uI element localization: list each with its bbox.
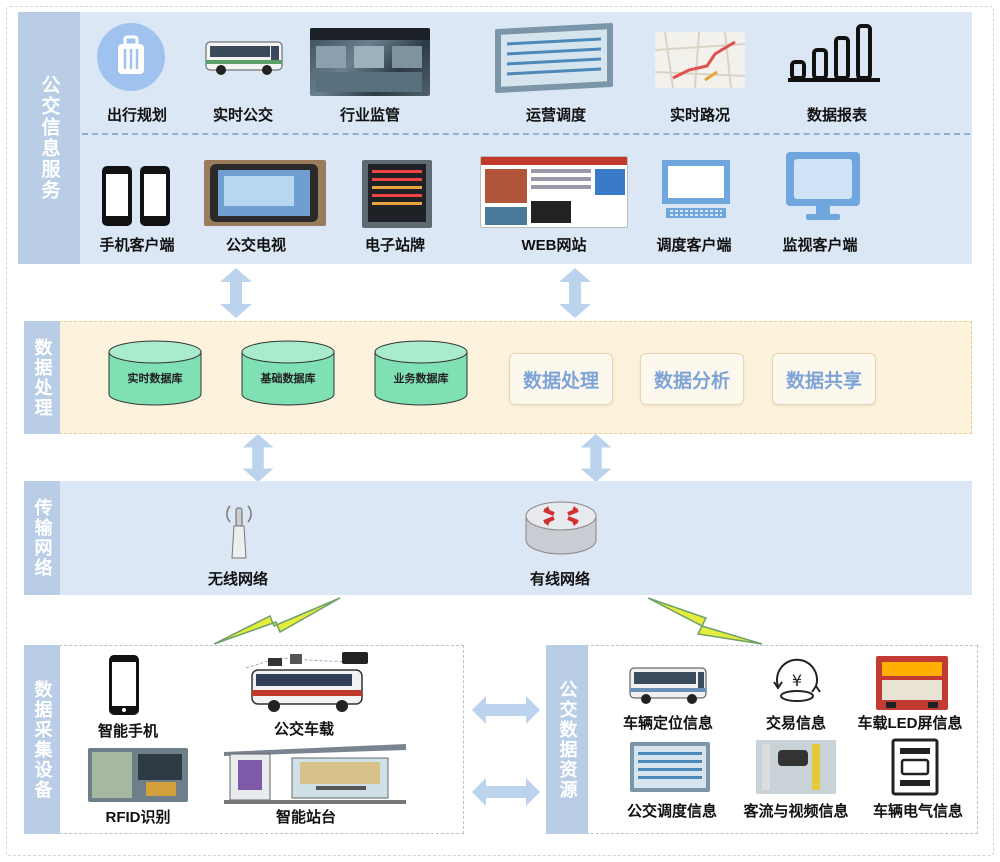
e-stop-sign-photo [362,160,432,228]
device-label: 智能手机 [97,723,159,740]
lightning-icon [213,597,341,645]
resources-label: 公交数据资源 [546,645,588,834]
device-label: RFID识别 [105,809,171,826]
dispatch-screen-photo [630,742,710,792]
service-label: 监视客户端 [782,237,858,254]
network-label: 有线网络 [529,571,591,588]
bus-tv-photo [204,160,326,226]
resource-label: 车载LED屏信息 [857,715,963,732]
database-label: 实时数据库 [127,373,183,385]
service-label: 调度客户端 [656,237,732,254]
database-label: 基础数据库 [260,373,316,385]
map-icon [655,32,745,88]
bar-chart-icon [788,24,880,82]
lightning-icon [647,597,763,645]
double-arrow-icon [220,268,252,318]
device-label: 智能站台 [275,809,337,826]
double-arrow-icon [242,434,274,482]
outer-frame [6,6,994,856]
service-label: 实时路况 [669,107,731,124]
smartphone-icon [109,655,139,715]
database-label: 业务数据库 [393,373,449,385]
resource-label: 公交调度信息 [626,803,718,820]
info-service-label: 公交信息服务 [18,12,80,264]
resource-label: 交易信息 [765,715,827,732]
double-arrow-icon [580,434,612,482]
antenna-icon [226,505,252,559]
transmission-band [24,481,972,595]
network-label: 无线网络 [207,571,269,588]
phones-icon [102,166,170,226]
process-box: 数据分析 [640,353,744,405]
service-label: 手机客户端 [99,237,175,254]
service-label: 出行规划 [106,107,168,124]
bus-photo-icon [205,41,283,75]
database-cylinder [374,340,468,406]
database-cylinder [241,340,335,406]
electric-cabinet-icon [891,738,939,796]
data-processing-label: 数据处理 [24,321,60,434]
bus-onboard-icon [245,652,368,712]
monitor-icon [662,160,730,218]
bus-icon [629,667,707,704]
collection-label: 数据采集设备 [24,645,60,834]
process-box: 数据共享 [772,353,876,405]
monitoring-photo [310,28,430,96]
suitcase-icon [97,23,165,91]
dispatch-screen-photo [495,22,613,94]
passenger-camera-photo [756,740,836,794]
device-label: 公交车载 [273,721,335,738]
transmission-label: 传输网络 [24,481,60,595]
database-cylinder [108,340,202,406]
resource-label: 车辆定位信息 [622,715,714,732]
double-arrow-horizontal-icon [472,696,540,724]
process-box: 数据处理 [509,353,613,405]
service-row-divider [82,133,970,135]
display-icon [786,152,860,220]
service-label: 电子站牌 [364,237,426,254]
led-bus-photo [876,656,948,710]
yuan-coin-icon: ¥ [773,658,821,702]
double-arrow-icon [559,268,591,318]
resource-label: 客流与视频信息 [743,803,849,820]
double-arrow-horizontal-icon [472,778,540,806]
service-label: 行业监管 [339,107,401,124]
service-label: 公交电视 [225,237,287,254]
bus-shelter-icon [224,744,406,804]
rfid-photo [88,748,188,802]
service-label: WEB网站 [521,237,587,254]
resource-label: 车辆电气信息 [872,803,964,820]
service-label: 实时公交 [212,107,274,124]
svg-text:¥: ¥ [792,671,802,690]
router-icon [525,501,597,555]
website-photo [480,156,628,228]
service-label: 运营调度 [525,107,587,124]
service-label: 数据报表 [806,107,868,124]
